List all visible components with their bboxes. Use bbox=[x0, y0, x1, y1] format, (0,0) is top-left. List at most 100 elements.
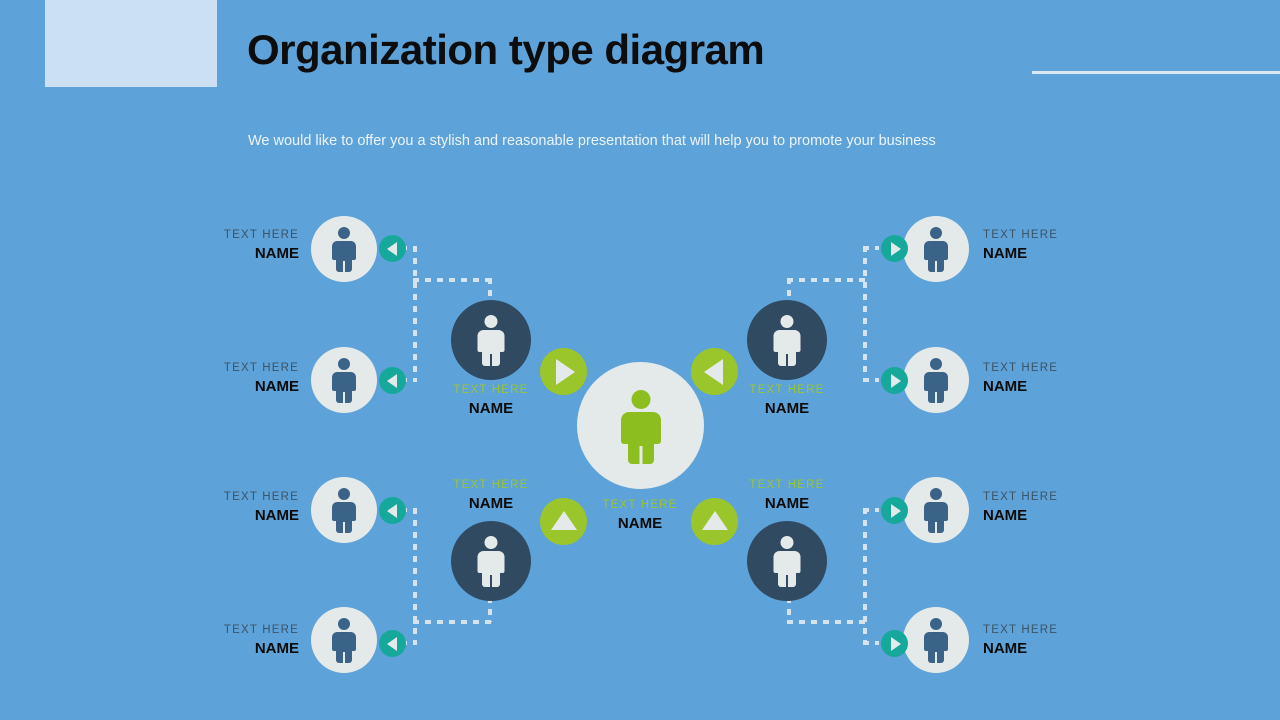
center-node-name: NAME bbox=[617, 515, 663, 533]
person-icon-light bbox=[772, 315, 802, 366]
connector-left-top-branch bbox=[413, 278, 491, 282]
connector-left-top-spine bbox=[413, 246, 417, 380]
mid-node-caption: TEXT HERE bbox=[749, 479, 825, 491]
leaf-node-right-4-badge[interactable] bbox=[881, 630, 908, 657]
person-icon-center bbox=[619, 389, 663, 464]
connector-right-top-spine bbox=[863, 246, 867, 380]
leaf-node-right-3-label: TEXT HERE NAME bbox=[983, 491, 1153, 524]
leaf-node-name: NAME bbox=[254, 640, 299, 658]
center-control-bottom-right[interactable] bbox=[691, 498, 738, 545]
leaf-node-name: NAME bbox=[983, 245, 1028, 263]
person-icon-light bbox=[772, 536, 802, 587]
leaf-node-right-3-circle[interactable] bbox=[903, 477, 969, 543]
person-icon-blue bbox=[923, 618, 949, 663]
leaf-node-name: NAME bbox=[254, 245, 299, 263]
leaf-node-left-4-label: TEXT HERE NAME bbox=[139, 624, 299, 657]
leaf-node-left-3-circle[interactable] bbox=[311, 477, 377, 543]
center-node-circle[interactable] bbox=[577, 362, 704, 489]
leaf-node-name: NAME bbox=[983, 378, 1028, 396]
leaf-node-right-2-label: TEXT HERE NAME bbox=[983, 362, 1153, 395]
leaf-node-caption: TEXT HERE bbox=[223, 362, 299, 374]
mid-node-left-bottom-label: TEXT HERE NAME bbox=[421, 479, 561, 512]
connector-right-bottom-rise bbox=[787, 597, 791, 622]
triangle-right-icon bbox=[890, 636, 901, 651]
leaf-node-caption: TEXT HERE bbox=[983, 624, 1059, 636]
triangle-right-icon bbox=[555, 358, 575, 385]
leaf-node-right-1-label: TEXT HERE NAME bbox=[983, 229, 1153, 262]
connector-right-top-drop bbox=[787, 278, 791, 304]
decorative-line bbox=[1032, 71, 1280, 74]
leaf-node-caption: TEXT HERE bbox=[983, 229, 1059, 241]
mid-node-right-bottom-circle[interactable] bbox=[747, 521, 827, 601]
triangle-left-icon bbox=[386, 503, 397, 518]
triangle-right-icon bbox=[890, 373, 901, 388]
leaf-node-left-3-badge[interactable] bbox=[379, 497, 406, 524]
leaf-node-right-3-badge[interactable] bbox=[881, 497, 908, 524]
connector-right-bottom-stub-2 bbox=[863, 641, 879, 645]
person-icon-blue bbox=[923, 227, 949, 272]
connector-right-top-branch bbox=[787, 278, 865, 282]
leaf-node-right-2-circle[interactable] bbox=[903, 347, 969, 413]
mid-node-caption: TEXT HERE bbox=[749, 384, 825, 396]
connector-left-bottom-spine bbox=[413, 508, 417, 642]
leaf-node-left-1-badge[interactable] bbox=[379, 235, 406, 262]
leaf-node-right-4-circle[interactable] bbox=[903, 607, 969, 673]
leaf-node-caption: TEXT HERE bbox=[983, 491, 1059, 503]
connector-left-top-stub-2 bbox=[401, 378, 417, 382]
leaf-node-name: NAME bbox=[254, 378, 299, 396]
mid-node-left-top-circle[interactable] bbox=[451, 300, 531, 380]
leaf-node-right-1-circle[interactable] bbox=[903, 216, 969, 282]
connector-left-top-drop bbox=[488, 278, 492, 304]
connector-left-bottom-stub-2 bbox=[401, 641, 417, 645]
center-control-top-left[interactable] bbox=[540, 348, 587, 395]
connector-left-top-stub-1 bbox=[401, 246, 417, 250]
leaf-node-left-4-circle[interactable] bbox=[311, 607, 377, 673]
person-icon-light bbox=[476, 536, 506, 587]
mid-node-caption: TEXT HERE bbox=[453, 479, 529, 491]
leaf-node-left-1-label: TEXT HERE NAME bbox=[139, 229, 299, 262]
leaf-node-caption: TEXT HERE bbox=[223, 624, 299, 636]
leaf-node-left-1-circle[interactable] bbox=[311, 216, 377, 282]
mid-node-name: NAME bbox=[764, 495, 810, 513]
mid-node-left-top-label: TEXT HERE NAME bbox=[421, 384, 561, 417]
page-subtitle: We would like to offer you a stylish and… bbox=[248, 133, 936, 149]
triangle-left-icon bbox=[386, 241, 397, 256]
mid-node-right-top-label: TEXT HERE NAME bbox=[717, 384, 857, 417]
mid-node-right-top-circle[interactable] bbox=[747, 300, 827, 380]
triangle-up-icon bbox=[550, 510, 577, 530]
leaf-node-left-2-label: TEXT HERE NAME bbox=[139, 362, 299, 395]
leaf-node-left-2-badge[interactable] bbox=[379, 367, 406, 394]
person-icon-blue bbox=[331, 618, 357, 663]
mid-node-right-bottom-label: TEXT HERE NAME bbox=[717, 479, 857, 512]
person-icon-blue bbox=[923, 358, 949, 403]
leaf-node-right-4-label: TEXT HERE NAME bbox=[983, 624, 1153, 657]
leaf-node-caption: TEXT HERE bbox=[223, 491, 299, 503]
connector-left-bottom-stub-1 bbox=[401, 508, 417, 512]
leaf-node-name: NAME bbox=[983, 640, 1028, 658]
connector-left-bottom-rise bbox=[488, 597, 492, 622]
page-title: Organization type diagram bbox=[247, 26, 765, 73]
triangle-left-icon bbox=[386, 636, 397, 651]
center-control-bottom-left[interactable] bbox=[540, 498, 587, 545]
triangle-right-icon bbox=[890, 241, 901, 256]
leaf-node-right-1-badge[interactable] bbox=[881, 235, 908, 262]
person-icon-blue bbox=[331, 227, 357, 272]
center-control-top-right[interactable] bbox=[691, 348, 738, 395]
leaf-node-left-4-badge[interactable] bbox=[379, 630, 406, 657]
mid-node-caption: TEXT HERE bbox=[453, 384, 529, 396]
decorative-rectangle bbox=[45, 0, 217, 87]
leaf-node-caption: TEXT HERE bbox=[223, 229, 299, 241]
person-icon-blue bbox=[331, 358, 357, 403]
center-node-caption: TEXT HERE bbox=[602, 499, 678, 511]
mid-node-name: NAME bbox=[764, 400, 810, 418]
leaf-node-name: NAME bbox=[254, 507, 299, 525]
connector-right-bottom-spine bbox=[863, 508, 867, 642]
leaf-node-name: NAME bbox=[983, 507, 1028, 525]
connector-right-bottom-stub-1 bbox=[863, 508, 879, 512]
center-node-label: TEXT HERE NAME bbox=[570, 499, 710, 532]
person-icon-blue bbox=[331, 488, 357, 533]
triangle-right-icon bbox=[890, 503, 901, 518]
mid-node-left-bottom-circle[interactable] bbox=[451, 521, 531, 601]
leaf-node-left-2-circle[interactable] bbox=[311, 347, 377, 413]
leaf-node-right-2-badge[interactable] bbox=[881, 367, 908, 394]
